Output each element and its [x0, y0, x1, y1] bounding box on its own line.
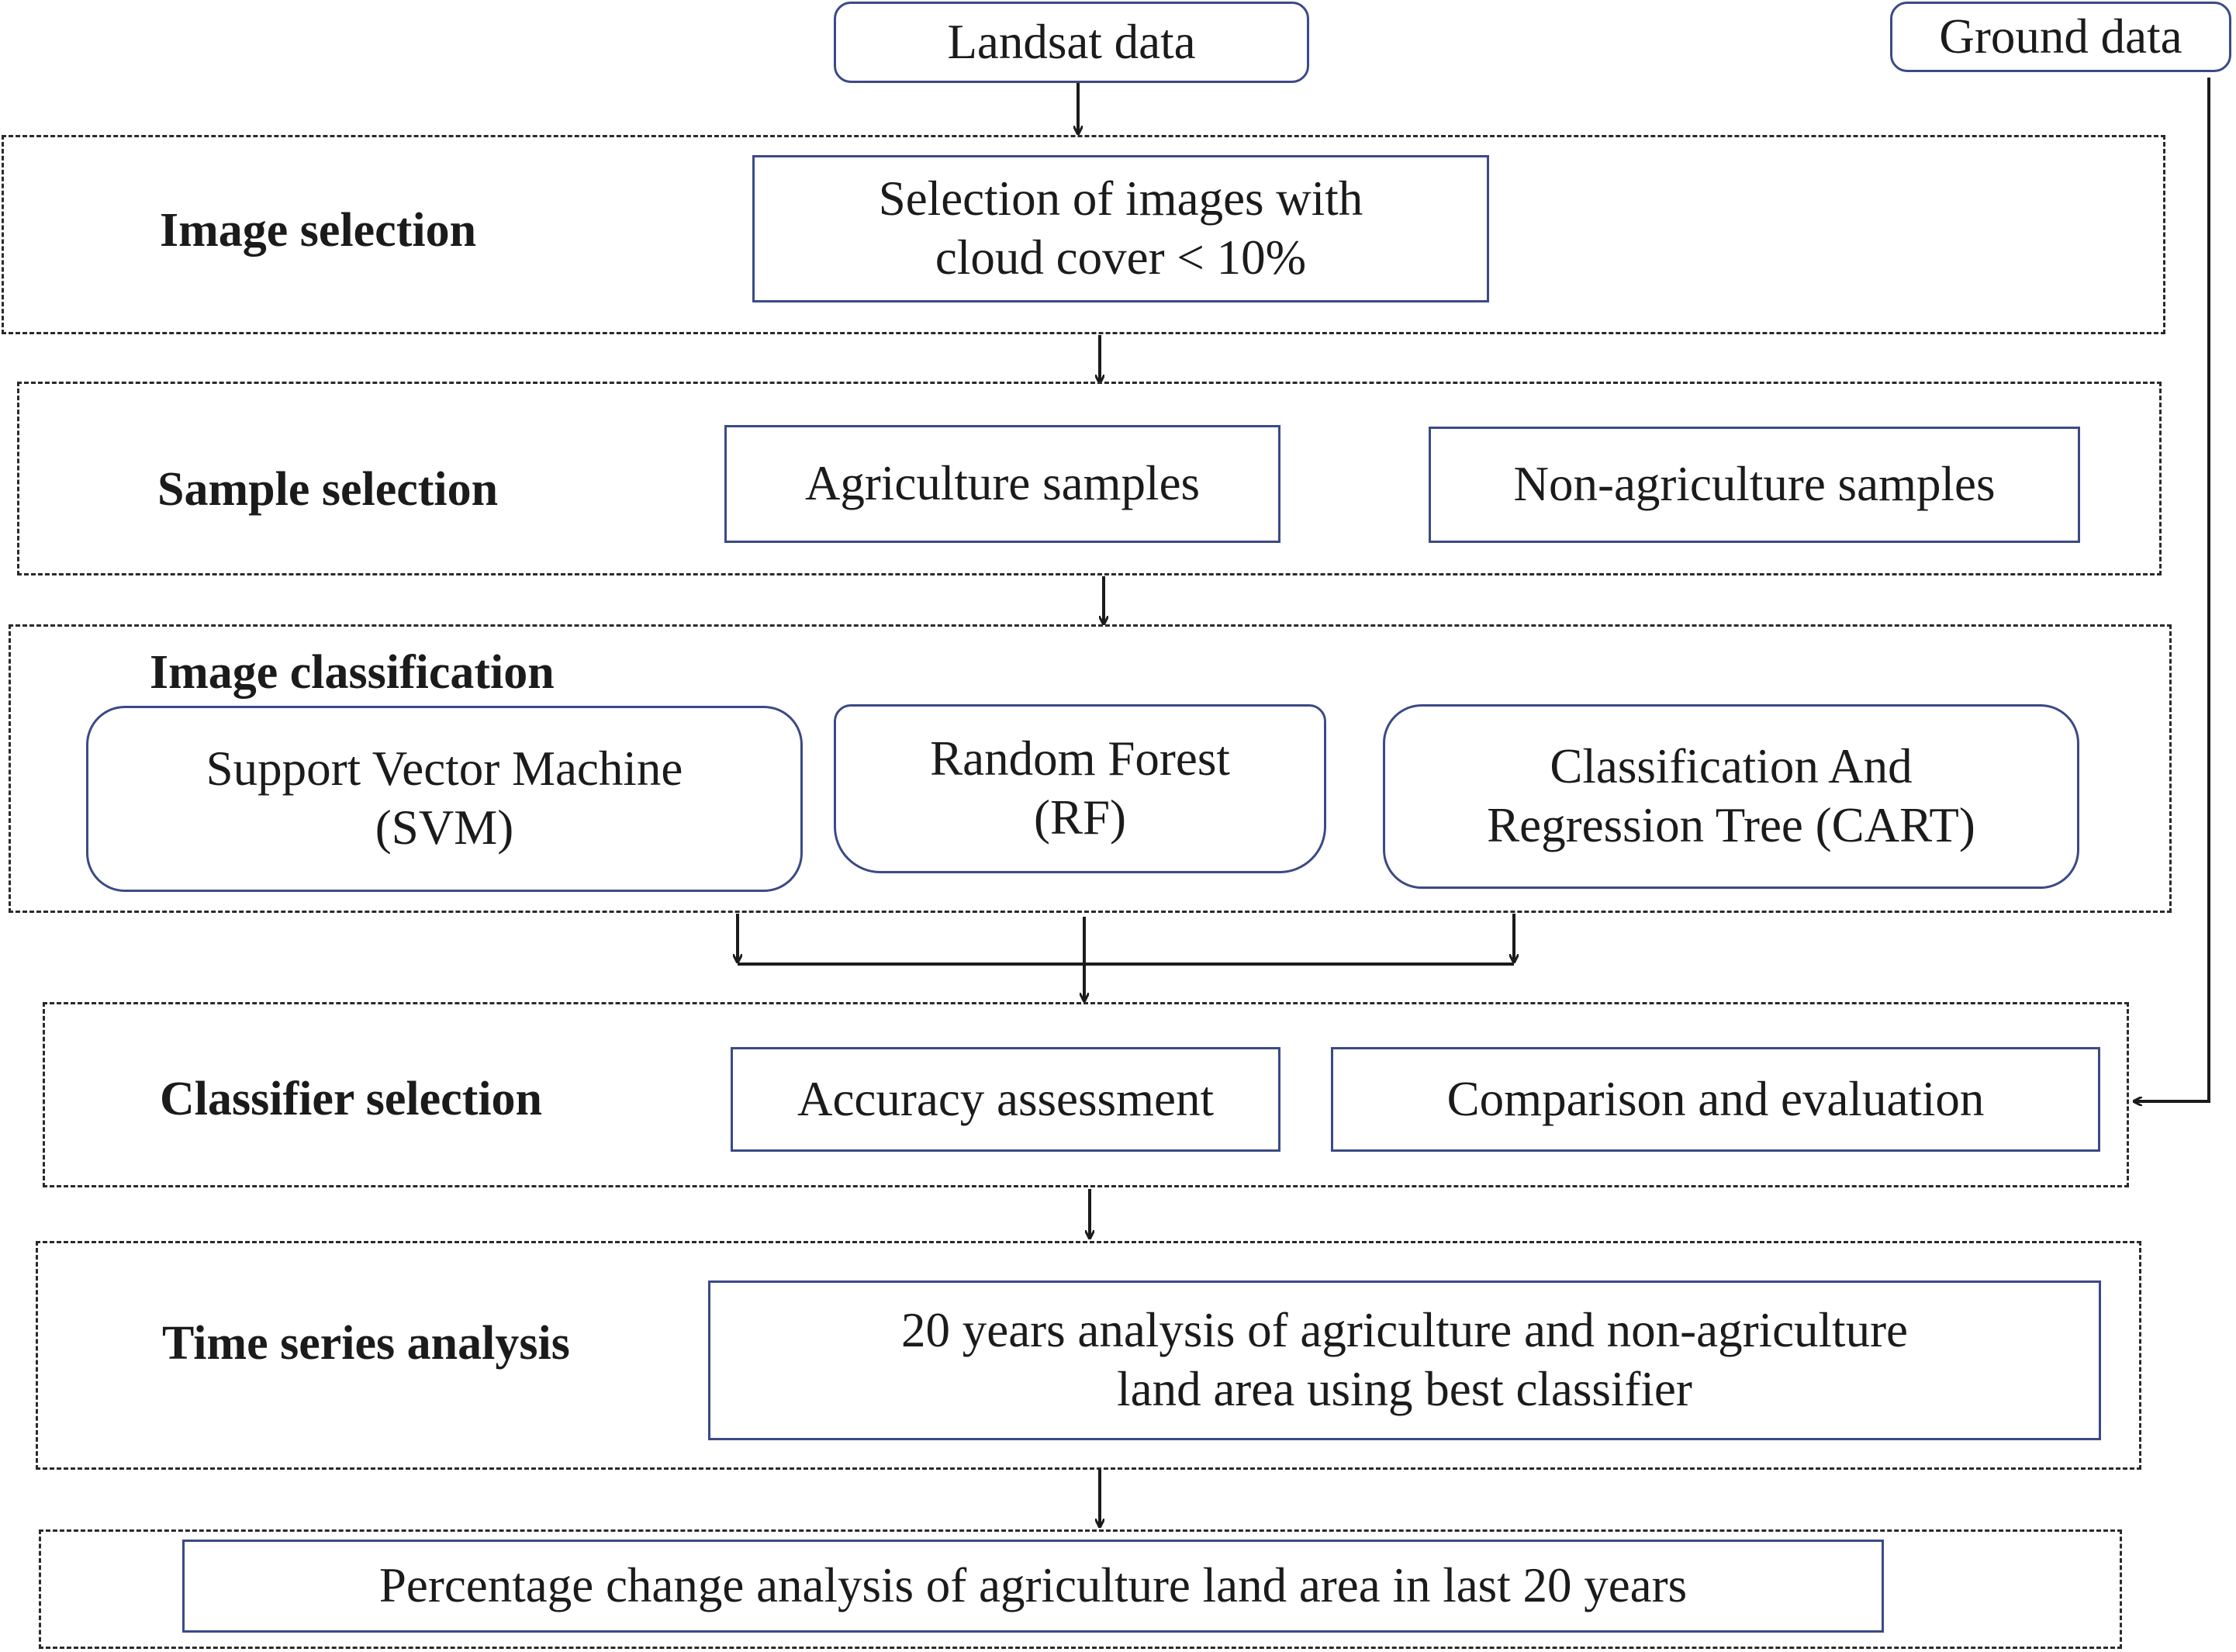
ground-data-label: Ground data [1939, 9, 2182, 64]
classifier-selection-stage [43, 1002, 2129, 1187]
cart-classifier-box: Classification And Regression Tree (CART… [1383, 704, 2079, 889]
cloud-cover-selection-text: Selection of images with cloud cover < 1… [878, 171, 1363, 285]
twenty-year-analysis-box: 20 years analysis of agriculture and non… [708, 1280, 2101, 1440]
classifier-selection-label: Classifier selection [160, 1073, 543, 1125]
twenty-year-analysis-text: 20 years analysis of agriculture and non… [900, 1303, 1909, 1416]
image-classification-label: Image classification [150, 646, 555, 699]
arrow-ground-to-classifier-selection [2134, 78, 2210, 1101]
accuracy-assessment-text: Accuracy assessment [797, 1071, 1215, 1126]
landsat-data-box: Landsat data [834, 2, 1309, 83]
non-agriculture-samples-box: Non-agriculture samples [1429, 427, 2080, 543]
svm-classifier-box: Support Vector Machine (SVM) [86, 706, 803, 892]
random-forest-classifier-box: Random Forest (RF) [834, 704, 1326, 873]
random-forest-classifier-text: Random Forest (RF) [930, 731, 1230, 845]
svm-classifier-text: Support Vector Machine (SVM) [206, 741, 683, 855]
sample-selection-stage [17, 382, 2162, 575]
image-selection-stage [2, 135, 2165, 334]
percentage-change-box: Percentage change analysis of agricultur… [182, 1540, 1884, 1633]
sample-selection-label: Sample selection [157, 463, 499, 516]
ground-data-box: Ground data [1890, 2, 2231, 72]
image-selection-label: Image selection [160, 204, 477, 257]
percentage-change-stage [39, 1529, 2122, 1649]
image-classification-stage [9, 624, 2172, 913]
time-series-stage [36, 1241, 2141, 1470]
cart-classifier-text: Classification And Regression Tree (CART… [1487, 739, 1975, 852]
landsat-data-label: Landsat data [947, 14, 1196, 69]
time-series-label: Time series analysis [162, 1317, 570, 1370]
comparison-evaluation-text: Comparison and evaluation [1446, 1071, 1985, 1126]
cloud-cover-selection-box: Selection of images with cloud cover < 1… [752, 155, 1489, 302]
percentage-change-text: Percentage change analysis of agricultur… [378, 1558, 1688, 1613]
agriculture-samples-text: Agriculture samples [804, 456, 1201, 511]
agriculture-samples-box: Agriculture samples [724, 425, 1280, 543]
non-agriculture-samples-text: Non-agriculture samples [1513, 457, 1996, 512]
accuracy-assessment-box: Accuracy assessment [731, 1047, 1280, 1152]
comparison-evaluation-box: Comparison and evaluation [1331, 1047, 2100, 1152]
